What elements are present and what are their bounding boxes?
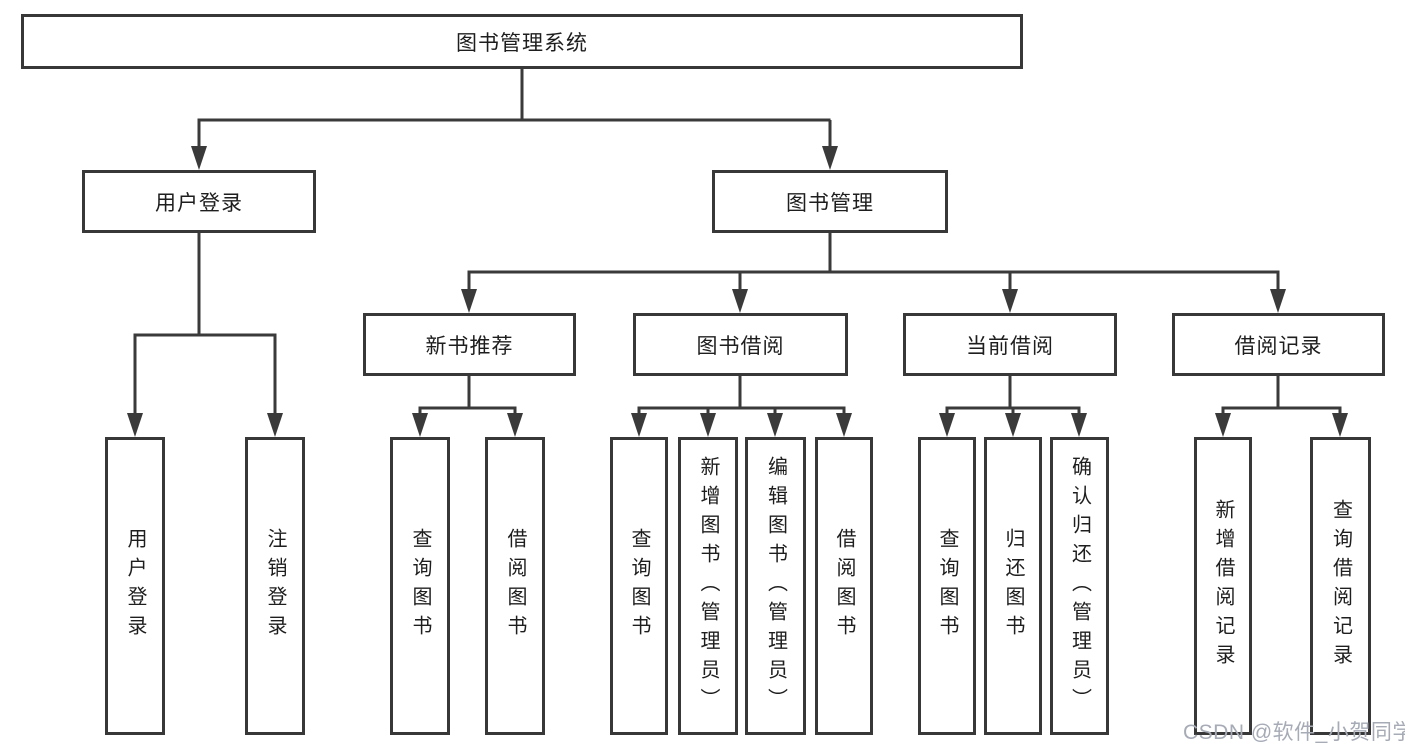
node-leaf-query-books: 查询图书 bbox=[610, 437, 668, 735]
node-label: 借阅图书 bbox=[504, 528, 526, 644]
node-leaf-add-borrow-record: 新增借阅记录 bbox=[1194, 437, 1252, 735]
node-leaf-return-books: 归还图书 bbox=[984, 437, 1042, 735]
node-book-borrowing: 图书借阅 bbox=[633, 313, 848, 376]
node-library-system: 图书管理系统 bbox=[21, 14, 1023, 69]
arrowheads bbox=[127, 146, 1348, 437]
node-label: 查询图书 bbox=[628, 528, 650, 644]
node-leaf-query-books: 查询图书 bbox=[918, 437, 976, 735]
node-new-book-recommendation: 新书推荐 bbox=[363, 313, 576, 376]
node-label: 借阅记录 bbox=[1234, 334, 1323, 358]
node-label: 确认归还（管理员） bbox=[1068, 455, 1091, 717]
node-label: 用户登录 bbox=[124, 528, 146, 644]
node-label: 当前借阅 bbox=[966, 334, 1054, 358]
node-leaf-borrow-books: 借阅图书 bbox=[485, 437, 545, 735]
node-label: 新增图书（管理员） bbox=[697, 455, 719, 717]
node-label: 图书借阅 bbox=[696, 334, 785, 358]
node-leaf-user-login: 用户登录 bbox=[105, 437, 165, 735]
node-book-management-branch: 图书管理 bbox=[712, 170, 948, 233]
node-leaf-query-books: 查询图书 bbox=[390, 437, 450, 735]
node-leaf-confirm-return-admin: 确认归还（管理员） bbox=[1050, 437, 1109, 735]
node-label: 查询图书 bbox=[409, 528, 431, 644]
node-label: 编辑图书（管理员） bbox=[764, 455, 787, 717]
csdn-watermark: CSDN @软件_小贺同学 bbox=[1183, 721, 1405, 744]
node-borrowing-records: 借阅记录 bbox=[1172, 313, 1385, 376]
node-label: 借阅图书 bbox=[833, 528, 855, 644]
node-leaf-borrow-books: 借阅图书 bbox=[815, 437, 873, 735]
node-label: 查询借阅记录 bbox=[1329, 499, 1352, 673]
node-label: 新书推荐 bbox=[425, 334, 514, 358]
node-user-login-branch: 用户登录 bbox=[82, 170, 316, 233]
node-label: 注销登录 bbox=[264, 528, 286, 644]
node-label: 查询图书 bbox=[936, 528, 958, 644]
node-label: 归还图书 bbox=[1002, 528, 1024, 644]
node-label: 图书管理 bbox=[786, 191, 874, 215]
node-current-borrowing: 当前借阅 bbox=[903, 313, 1117, 376]
node-leaf-add-books-admin: 新增图书（管理员） bbox=[678, 437, 738, 735]
node-label: 图书管理系统 bbox=[456, 31, 588, 55]
node-label: 用户登录 bbox=[155, 191, 243, 215]
node-leaf-query-borrow-record: 查询借阅记录 bbox=[1310, 437, 1371, 735]
node-label: 新增借阅记录 bbox=[1212, 499, 1234, 673]
node-leaf-edit-books-admin: 编辑图书（管理员） bbox=[745, 437, 806, 735]
node-leaf-logout: 注销登录 bbox=[245, 437, 305, 735]
